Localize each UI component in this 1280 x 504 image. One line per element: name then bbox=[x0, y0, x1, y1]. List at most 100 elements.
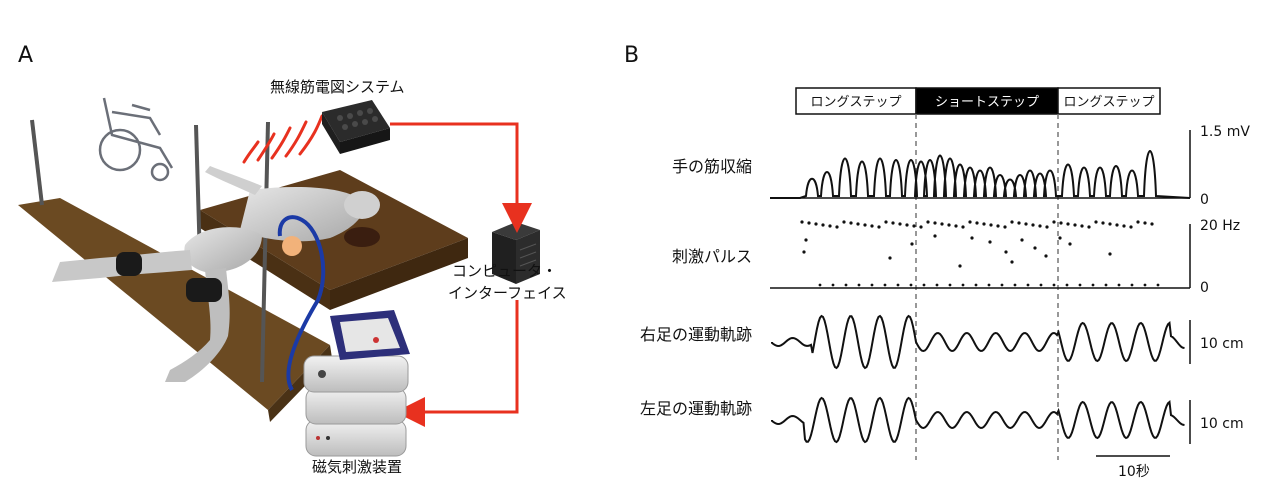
stim-dot bbox=[870, 283, 874, 287]
emg-system-label: 無線筋電図システム bbox=[270, 78, 405, 96]
stim-dot bbox=[888, 256, 892, 260]
stim-dot bbox=[909, 283, 913, 287]
stim-dot bbox=[1010, 260, 1014, 264]
left-foot-trace bbox=[771, 396, 1185, 444]
stim-dot bbox=[1031, 223, 1035, 227]
stim-dot bbox=[1108, 222, 1112, 226]
computer-label-line2: インターフェイス bbox=[448, 284, 567, 302]
panel-a: A bbox=[18, 43, 567, 476]
stim-dot bbox=[1129, 225, 1133, 229]
stim-dot bbox=[1122, 224, 1126, 228]
stim-dot bbox=[1038, 224, 1042, 228]
stim-dot bbox=[844, 283, 848, 287]
wireless-signal-icon bbox=[242, 114, 324, 164]
stim-dot bbox=[857, 283, 861, 287]
stim-dot bbox=[891, 221, 895, 225]
stim-dot bbox=[947, 223, 951, 227]
support-rod bbox=[30, 119, 44, 206]
stim-dot bbox=[970, 236, 974, 240]
stim-dot bbox=[954, 224, 958, 228]
stim-dot bbox=[1020, 238, 1024, 242]
stim-dot bbox=[948, 283, 952, 287]
stim-dot bbox=[988, 240, 992, 244]
stim-dot bbox=[800, 220, 804, 224]
stim-dot bbox=[849, 221, 853, 225]
stim-dot bbox=[1101, 221, 1105, 225]
stim-dot bbox=[1024, 222, 1028, 226]
support-rod bbox=[260, 121, 270, 383]
stim-dot bbox=[961, 225, 965, 229]
signal-flow-arrows bbox=[390, 122, 532, 427]
stim-dot bbox=[1115, 223, 1119, 227]
stim-scale-top: 20 Hz bbox=[1200, 218, 1240, 234]
emg-trace bbox=[770, 150, 1191, 199]
stim-dot bbox=[1026, 283, 1030, 287]
stim-dot bbox=[821, 223, 825, 227]
stim-dot bbox=[1104, 283, 1108, 287]
stim-dot bbox=[856, 222, 860, 226]
stim-scale-bottom: 0 bbox=[1200, 280, 1209, 296]
stim-pulse-dots bbox=[800, 220, 1160, 287]
stim-dot bbox=[831, 283, 835, 287]
stim-dot bbox=[987, 283, 991, 287]
stim-dot bbox=[910, 242, 914, 246]
stim-dot bbox=[996, 224, 1000, 228]
stim-dot bbox=[1065, 283, 1069, 287]
stim-dot bbox=[905, 223, 909, 227]
stim-dot bbox=[912, 224, 916, 228]
left-scale-label: 10 cm bbox=[1200, 416, 1244, 432]
row-label-hand-muscle: 手の筋収縮 bbox=[672, 157, 752, 176]
phase-long-step-1 bbox=[795, 87, 917, 115]
stim-dot bbox=[1004, 250, 1008, 254]
stim-dot bbox=[870, 224, 874, 228]
stim-dot bbox=[989, 223, 993, 227]
stim-dot bbox=[961, 283, 965, 287]
stim-dot bbox=[974, 283, 978, 287]
panel-a-label: A bbox=[18, 43, 33, 68]
stim-dot bbox=[1066, 222, 1070, 226]
stimulator-label: 磁気刺激装置 bbox=[312, 458, 402, 476]
stim-dot bbox=[1130, 283, 1134, 287]
stim-dot bbox=[1080, 224, 1084, 228]
stim-dot bbox=[877, 225, 881, 229]
stim-dot bbox=[1156, 283, 1160, 287]
stim-dot bbox=[802, 250, 806, 254]
stim-dot bbox=[1044, 254, 1048, 258]
phase-long-step-2 bbox=[1057, 87, 1161, 115]
stim-dot bbox=[933, 234, 937, 238]
stim-dot bbox=[884, 220, 888, 224]
phase-label: ロングステップ bbox=[810, 95, 901, 110]
stim-dot bbox=[1073, 223, 1077, 227]
stim-dot bbox=[1068, 242, 1072, 246]
stim-dot bbox=[863, 223, 867, 227]
stim-dot bbox=[1010, 220, 1014, 224]
stim-dot bbox=[919, 225, 923, 229]
stim-dot bbox=[1078, 283, 1082, 287]
stim-dot bbox=[807, 221, 811, 225]
stim-dot bbox=[1033, 246, 1037, 250]
stim-dot bbox=[1045, 225, 1049, 229]
panel-b-label: B bbox=[624, 43, 639, 68]
stim-dot bbox=[958, 264, 962, 268]
stim-dot bbox=[1058, 236, 1062, 240]
stimulation-coil-cable bbox=[277, 215, 326, 392]
stim-dot bbox=[835, 225, 839, 229]
stim-dot bbox=[1108, 252, 1112, 256]
wooden-platform bbox=[18, 198, 330, 410]
stim-dot bbox=[926, 220, 930, 224]
stim-dot bbox=[883, 283, 887, 287]
row-label-left-foot: 左足の運動軌跡 bbox=[640, 399, 752, 418]
stim-dot bbox=[1091, 283, 1095, 287]
row-label-stim-pulse: 刺激パルス bbox=[672, 247, 752, 266]
right-foot-trace bbox=[771, 314, 1185, 370]
stim-dot bbox=[1000, 283, 1004, 287]
stim-dot bbox=[898, 222, 902, 226]
stim-dot bbox=[818, 283, 822, 287]
stim-dot bbox=[975, 221, 979, 225]
stim-dot bbox=[828, 224, 832, 228]
magnetic-stimulator-device bbox=[303, 310, 410, 457]
emg-scale-top: 1.5 mV bbox=[1200, 124, 1250, 140]
stim-dot bbox=[1150, 222, 1154, 226]
stim-dot bbox=[1052, 220, 1056, 224]
